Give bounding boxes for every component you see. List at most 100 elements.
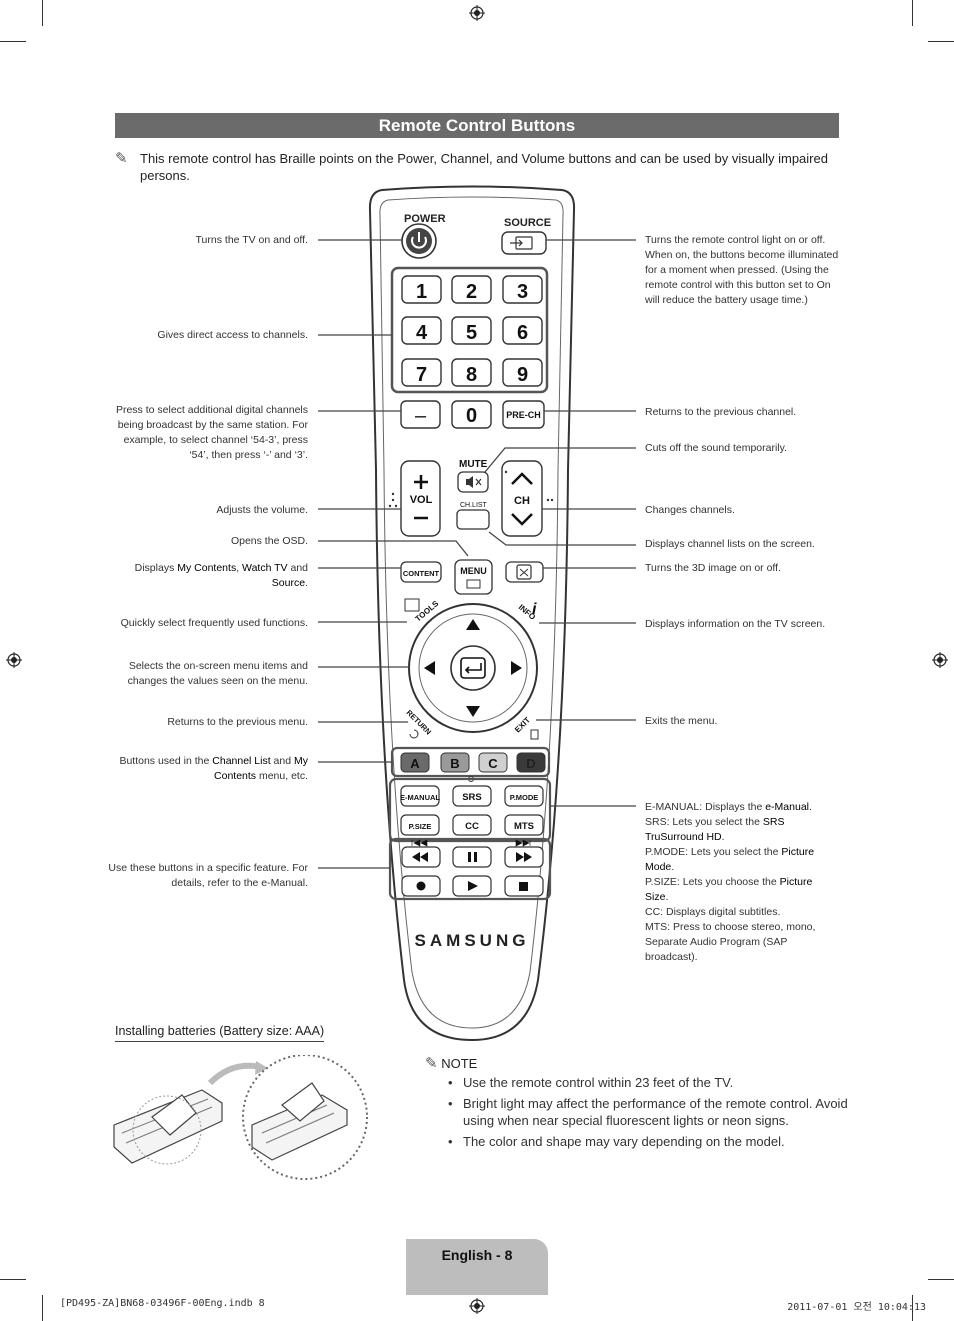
navigation-ring[interactable] [408,603,538,733]
brand-logo: SAMSUNG [415,931,530,950]
color-label-c: C [488,756,498,771]
registration-mark-icon [469,5,485,21]
crop-mark [912,0,913,26]
digit-0-label: 0 [466,405,477,427]
srs-desc: SRS: Lets you select the SRS TruSurround… [645,816,785,843]
digit-1-button[interactable] [401,275,442,304]
digit-9-label: 9 [517,364,528,386]
enter-button[interactable] [450,645,496,691]
label-tools: Quickly select frequently used functions… [120,617,308,629]
cc-button[interactable] [452,814,492,836]
digit-8-label: 8 [466,364,477,386]
digit-0-button[interactable] [451,400,492,429]
list-item: Use the remote control within 23 feet of… [448,1074,848,1091]
fast-forward-button[interactable] [504,846,544,868]
skip-forward-icon [515,839,531,847]
return-label: RETURN [405,708,433,736]
source-button[interactable] [501,231,547,255]
digit-2-button[interactable] [451,275,492,304]
crop-mark [42,0,43,26]
record-button[interactable] [401,875,441,897]
menu-button[interactable] [454,559,493,595]
3d-button[interactable] [505,561,544,583]
leader-lines-left [318,239,469,869]
pmode-desc: P.MODE: Lets you select the Picture Mode… [645,846,815,873]
vol-label: VOL [410,494,433,506]
info-label: INFO [517,603,537,622]
power-label: POWER [404,213,446,225]
channel-down-icon [511,513,533,526]
power-button[interactable] [401,223,437,259]
pre-ch-button[interactable] [502,400,545,429]
color-button-d[interactable] [516,752,546,773]
channel-rocker[interactable] [501,460,543,537]
intro-note-text: This remote control has Braille points o… [140,151,828,183]
mute-button[interactable] [457,471,489,493]
psize-button[interactable] [400,814,440,836]
enter-icon [460,657,486,679]
play-button[interactable] [452,875,492,897]
label-dash: Press to select additional digital chann… [115,404,308,461]
pencil-note-icon: ✎ [115,150,128,167]
dash-button[interactable] [400,400,441,429]
tools-label: TOOLS [414,599,441,624]
digit-9-button[interactable] [502,358,543,387]
mute-label: MUTE [459,459,488,470]
digit-7-button[interactable] [401,358,442,387]
number-pad-frame [390,266,549,394]
note-heading: ✎ NOTE [425,1054,477,1072]
crop-mark [928,41,954,42]
battery-illustration [113,1055,368,1180]
section-title: Remote Control Buttons [115,113,839,138]
digit-3-button[interactable] [502,275,543,304]
emanual-label: E-MANUAL [400,793,440,802]
label-function-keys: E-MANUAL: Displays the e-Manual. SRS: Le… [645,800,835,965]
pause-icon [468,852,471,862]
skip-back-icon [411,839,428,847]
down-arrow-icon[interactable] [466,706,480,717]
pmode-button[interactable] [504,785,544,807]
up-arrow-icon[interactable] [466,619,480,630]
crop-mark [42,1295,43,1321]
mts-button[interactable] [504,814,544,836]
color-button-b[interactable] [440,752,470,773]
digit-6-button[interactable] [502,316,543,345]
color-button-c[interactable] [478,752,508,773]
volume-rocker[interactable] [400,460,441,537]
pause-button[interactable] [452,846,492,868]
content-button[interactable] [400,561,442,583]
list-item: The color and shape may vary depending o… [448,1133,848,1150]
right-arrow-icon[interactable] [511,661,522,675]
left-arrow-icon[interactable] [424,661,435,675]
function-buttons-frame [388,777,552,843]
exit-icon [530,729,539,740]
rewind-button[interactable] [401,846,441,868]
digit-4-button[interactable] [401,316,442,345]
page-number: English - 8 [441,1247,513,1263]
label-numbers: Gives direct access to channels. [157,329,308,341]
srs-button[interactable] [452,785,492,807]
label-power: Turns the TV on and off. [195,234,308,246]
battery-section-title: Installing batteries (Battery size: AAA) [115,1024,325,1042]
menu-icon [466,579,481,589]
digit-2-label: 2 [466,281,477,303]
stop-icon [519,882,528,891]
return-icon [409,729,419,739]
channel-up-icon [511,472,533,485]
srs-label: SRS [462,792,482,803]
label-source: Turns the remote control light on or off… [645,234,839,306]
color-button-a[interactable] [400,752,430,773]
digit-5-button[interactable] [451,316,492,345]
pencil-note-icon: ✎ [425,1055,438,1072]
chlist-button[interactable] [456,509,490,530]
emanual-desc: E-MANUAL: Displays the e-Manual. [645,801,812,813]
registration-mark-icon [932,652,948,668]
crop-mark [0,1279,26,1280]
stop-button[interactable] [504,875,544,897]
digit-8-button[interactable] [451,358,492,387]
emanual-button[interactable] [400,785,440,807]
label-volume: Adjusts the volume. [216,504,308,516]
label-3d: Turns the 3D image on or off. [645,562,781,574]
color-label-b: B [450,756,459,771]
